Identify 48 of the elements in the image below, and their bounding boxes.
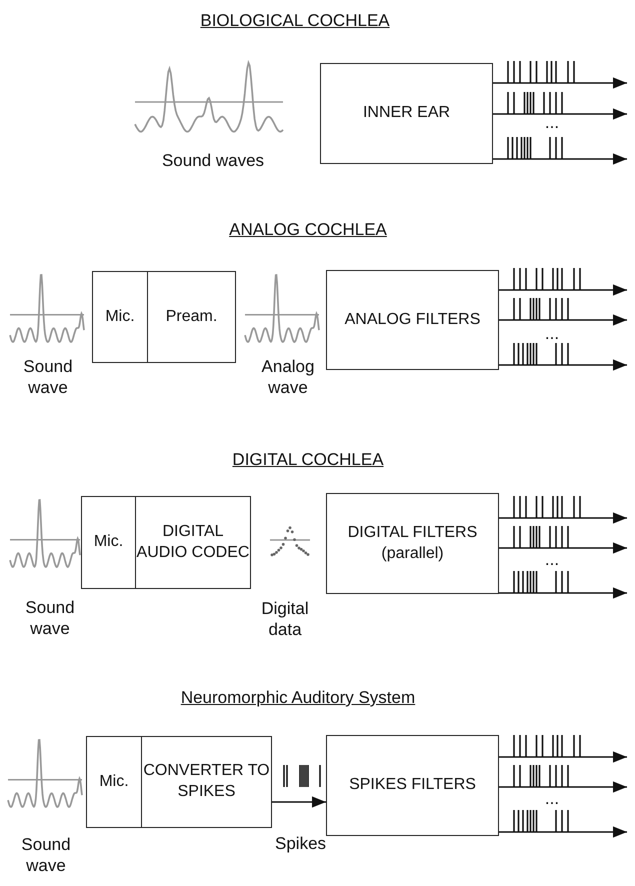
process-box bbox=[81, 496, 136, 589]
process-box bbox=[147, 271, 236, 363]
caption-text: Sound waves bbox=[160, 150, 266, 172]
process-box bbox=[141, 736, 272, 828]
section-heading: Neuromorphic Auditory System bbox=[180, 687, 416, 708]
process-box bbox=[135, 496, 251, 589]
caption-text: ... bbox=[544, 112, 560, 134]
section-heading: DIGITAL COCHLEA bbox=[231, 449, 385, 470]
process-box bbox=[320, 63, 493, 164]
section-heading: BIOLOGICAL COCHLEA bbox=[199, 10, 391, 32]
arrow bbox=[493, 108, 627, 120]
box-label: INNER EAR bbox=[362, 103, 450, 124]
box-label: CONVERTER TO SPIKES bbox=[142, 761, 271, 802]
process-box bbox=[92, 271, 148, 363]
caption-text: Sound wave bbox=[22, 356, 74, 398]
arrow bbox=[499, 314, 627, 326]
caption-text: ... bbox=[544, 323, 560, 344]
arrow bbox=[493, 77, 627, 89]
arrow bbox=[499, 512, 627, 524]
caption-text: Analog wave bbox=[260, 356, 316, 398]
arrow bbox=[499, 542, 627, 554]
arrow bbox=[499, 284, 627, 296]
box-label: DIGITAL FILTERS (parallel) bbox=[346, 522, 478, 564]
box-label: ANALOG FILTERS bbox=[344, 310, 480, 330]
box-label: Mic. bbox=[105, 306, 135, 327]
caption-text: Digital data bbox=[260, 598, 310, 640]
process-box bbox=[326, 270, 499, 370]
arrow bbox=[493, 153, 627, 165]
arrow bbox=[499, 359, 627, 371]
arrow bbox=[499, 826, 627, 838]
caption-text: Sound wave bbox=[20, 834, 72, 876]
box-label: Mic. bbox=[94, 532, 124, 552]
edge-label: Spikes bbox=[275, 834, 326, 854]
caption-text: ... bbox=[544, 549, 560, 570]
process-box bbox=[86, 736, 142, 828]
arrow bbox=[272, 796, 326, 808]
arrow bbox=[499, 751, 627, 763]
arrow bbox=[499, 781, 627, 793]
caption-text: ... bbox=[544, 788, 560, 810]
box-label: SPIKES FILTERS bbox=[349, 775, 476, 796]
process-box bbox=[326, 735, 499, 836]
box-label: Mic. bbox=[99, 772, 129, 792]
box-label: DIGITAL AUDIO CODEC bbox=[136, 522, 250, 562]
box-label: Pream. bbox=[166, 306, 218, 327]
arrow bbox=[499, 587, 627, 599]
caption-text: Sound wave bbox=[24, 597, 76, 640]
process-box bbox=[326, 493, 499, 594]
section-heading: ANALOG COCHLEA bbox=[228, 219, 388, 240]
